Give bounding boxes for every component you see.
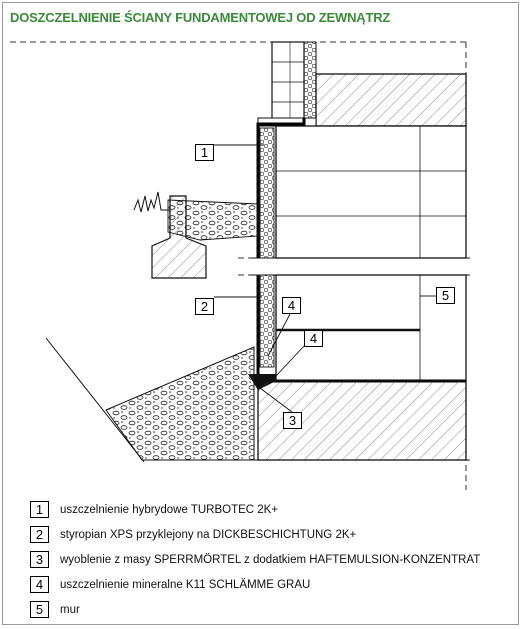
legend-number: 5 — [30, 601, 49, 618]
xps-insulation-lower — [259, 274, 275, 368]
legend-number: 4 — [30, 576, 49, 593]
legend-text: styropian XPS przyklejony na DICKBESCHIC… — [60, 528, 357, 541]
legend-number: 2 — [30, 526, 49, 543]
callout-5: 5 — [436, 287, 455, 304]
legend-number: 3 — [30, 551, 49, 568]
grass-line — [133, 191, 170, 213]
upper-insulation — [303, 41, 317, 127]
legend-item: 1 uszczelnienie hybrydowe TURBOTEC 2K+ — [30, 497, 480, 522]
break-lines — [250, 257, 470, 276]
xps-insulation-upper — [259, 127, 275, 259]
surface-gravel — [167, 199, 259, 241]
legend-item: 3 wyoblenie z masy SPERRMÖRTEL z dodatki… — [30, 547, 480, 572]
membrane-upper — [256, 118, 306, 258]
curb-drain — [151, 195, 207, 279]
legend-text: wyoblenie z masy SPERRMÖRTEL z dodatkiem… — [60, 553, 481, 566]
legend-item: 4 uszczelnienie mineralne K11 SCHLÄMME G… — [30, 572, 480, 597]
figure-title: DOSZCZELNIENIE ŚCIANY FUNDAMENTOWEJ OD Z… — [10, 10, 391, 25]
basement-wall-upper — [275, 125, 467, 259]
legend-text: uszczelnienie mineralne K11 SCHLÄMME GRA… — [60, 578, 311, 591]
callout-2: 2 — [195, 298, 214, 315]
legend: 1 uszczelnienie hybrydowe TURBOTEC 2K+ 2… — [30, 497, 480, 622]
legend-item: 2 styropian XPS przyklejony na DICKBESCH… — [30, 522, 480, 547]
legend-item: 5 mur — [30, 597, 480, 622]
basement-wall-lower — [275, 274, 467, 382]
upper-wall — [271, 41, 305, 127]
callout-4a: 4 — [282, 297, 301, 314]
leader-lines — [214, 144, 436, 413]
floor-slab — [257, 73, 467, 127]
callout-3: 3 — [283, 412, 302, 429]
legend-text: mur — [60, 603, 80, 616]
legend-number: 1 — [30, 501, 49, 518]
slope-line — [45, 337, 145, 463]
callout-4b: 4 — [304, 330, 323, 347]
gravel-backfill — [105, 346, 255, 461]
figure-frame — [2, 2, 519, 625]
legend-text: uszczelnienie hybrydowe TURBOTEC 2K+ — [60, 503, 279, 516]
callout-1: 1 — [195, 144, 214, 161]
